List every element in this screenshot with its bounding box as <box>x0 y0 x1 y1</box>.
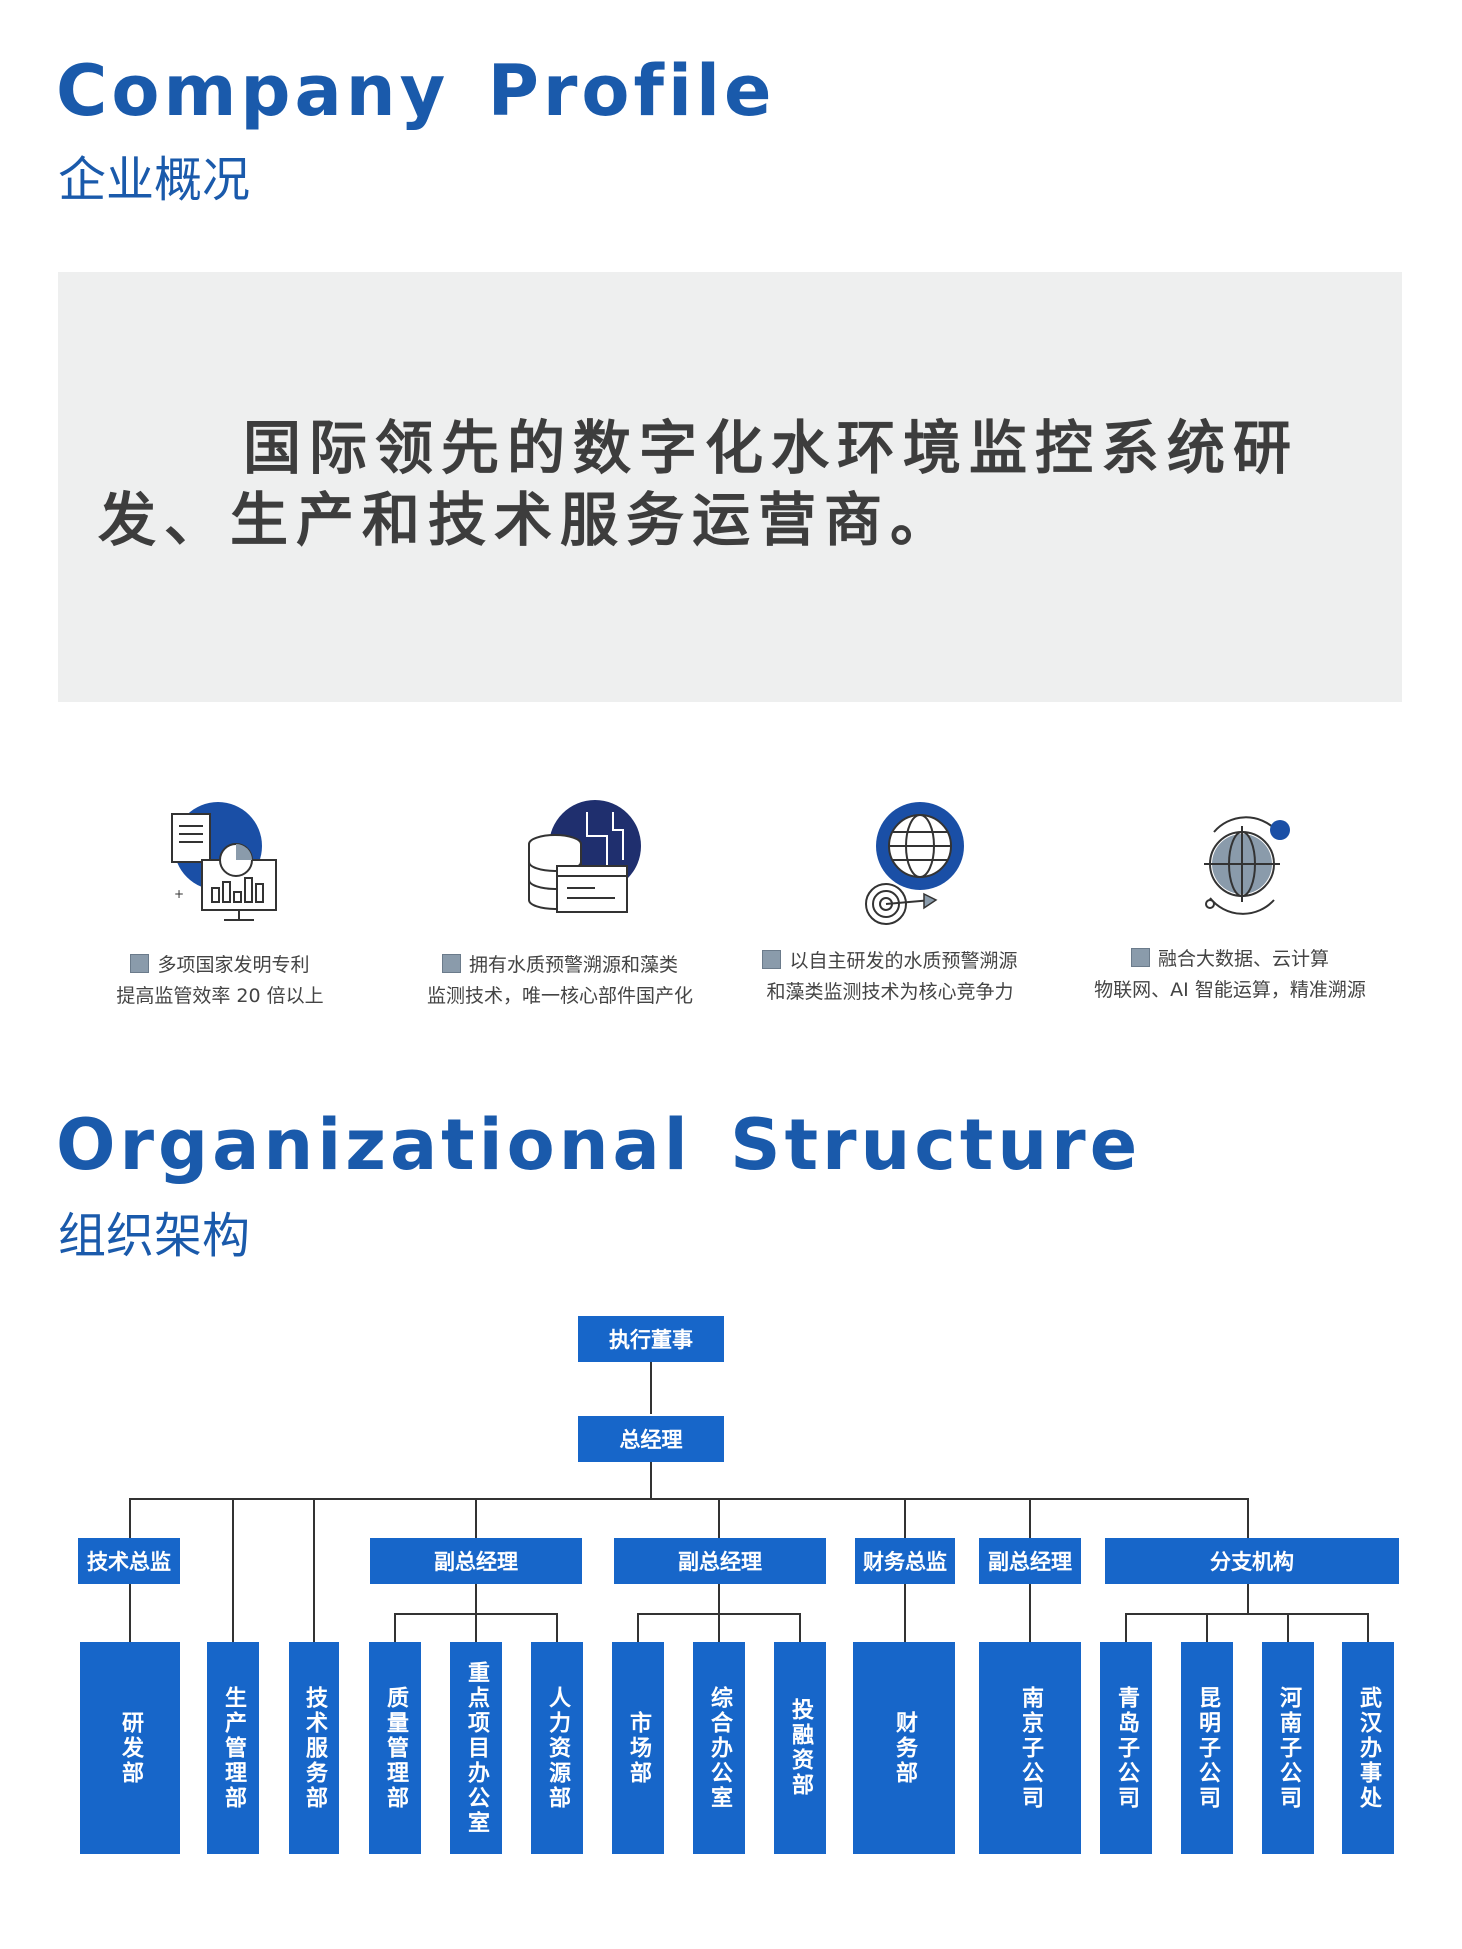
connector-line <box>718 1498 720 1538</box>
patent-report-icon: + <box>171 802 277 921</box>
org-box-general-manager: 总经理 <box>578 1416 724 1462</box>
connector-line <box>1125 1613 1369 1615</box>
network-globe-icon <box>1204 816 1290 915</box>
connector-line <box>232 1498 234 1642</box>
org-box-executive-director: 执行董事 <box>578 1316 724 1362</box>
connector-line <box>904 1498 906 1538</box>
feature-item: 以自主研发的水质预警溯源 和藻类监测技术为核心竞争力 <box>740 946 1040 1008</box>
org-box-department: 投融资部 <box>774 1642 826 1854</box>
connector-line <box>475 1584 477 1614</box>
org-box-department: 南京子公司 <box>979 1642 1081 1854</box>
org-box-department: 河南子公司 <box>1262 1642 1314 1854</box>
org-box-department: 研发部 <box>80 1642 180 1854</box>
database-server-icon <box>528 800 641 913</box>
connector-line <box>313 1498 315 1642</box>
org-box-department: 质量管理部 <box>369 1642 421 1854</box>
company-profile-title-cn: 企业概况 <box>58 152 251 208</box>
org-box-department: 生产管理部 <box>207 1642 259 1854</box>
org-box-level2: 分支机构 <box>1105 1538 1399 1584</box>
connector-line <box>1125 1613 1127 1642</box>
slogan-panel: 国际领先的数字化水环境监控系统研发、生产和技术服务运营商。 <box>58 272 1402 702</box>
svg-text:+: + <box>174 887 184 901</box>
connector-line <box>1206 1613 1208 1642</box>
connector-line <box>904 1584 906 1642</box>
connector-line <box>475 1498 477 1538</box>
connector-line <box>718 1613 720 1642</box>
org-box-department: 财务部 <box>853 1642 955 1854</box>
org-box-department: 武汉办事处 <box>1342 1642 1394 1854</box>
org-box-department: 综合办公室 <box>693 1642 745 1854</box>
org-structure-title-en: Organizational Structure <box>56 1104 1142 1186</box>
org-structure-title-cn: 组织架构 <box>58 1208 251 1264</box>
org-box-department: 市场部 <box>612 1642 664 1854</box>
org-box-level2: 副总经理 <box>370 1538 582 1584</box>
connector-line <box>799 1613 801 1642</box>
org-box-department: 昆明子公司 <box>1181 1642 1233 1854</box>
connector-line <box>129 1584 131 1642</box>
connector-line <box>129 1498 1249 1500</box>
connector-line <box>1287 1613 1289 1642</box>
bullet-square-icon <box>130 954 150 973</box>
connector-line <box>556 1613 558 1642</box>
org-box-level2: 副总经理 <box>614 1538 826 1584</box>
org-box-level2: 副总经理 <box>979 1538 1081 1584</box>
feature-item: 拥有水质预警溯源和藻类 监测技术，唯一核心部件国产化 <box>426 954 693 1007</box>
bullet-square-icon <box>762 950 782 969</box>
connector-line <box>637 1613 639 1642</box>
connector-line <box>650 1462 652 1500</box>
org-box-level2: 财务总监 <box>855 1538 955 1584</box>
company-profile-title-en: Company Profile <box>56 50 776 132</box>
org-box-department: 人力资源部 <box>531 1642 583 1854</box>
connector-line <box>650 1362 652 1414</box>
connector-line <box>394 1613 396 1642</box>
feature-item: 多项国家发明专利 提高监管效率 20 倍以上 <box>116 954 324 1007</box>
connector-line <box>1367 1613 1369 1642</box>
bullet-square-icon <box>441 954 461 973</box>
connector-line <box>718 1584 720 1614</box>
slogan-text: 国际领先的数字化水环境监控系统研发、生产和技术服务运营商。 <box>98 414 1300 554</box>
connector-line <box>1029 1584 1031 1642</box>
bullet-square-icon <box>1130 948 1150 967</box>
connector-line <box>1029 1498 1031 1538</box>
connector-line <box>475 1613 477 1642</box>
org-box-department: 技术服务部 <box>289 1642 339 1854</box>
feature-item: 融合大数据、云计算 物联网、AI 智能运算，精准溯源 <box>1094 948 1366 1001</box>
org-box-department: 青岛子公司 <box>1100 1642 1152 1854</box>
org-box-department: 重点项目办公室 <box>450 1642 502 1854</box>
connector-line <box>129 1498 131 1538</box>
globe-target-icon <box>865 802 964 925</box>
connector-line <box>1247 1498 1249 1538</box>
connector-line <box>1247 1584 1249 1614</box>
org-box-level2: 技术总监 <box>78 1538 180 1584</box>
